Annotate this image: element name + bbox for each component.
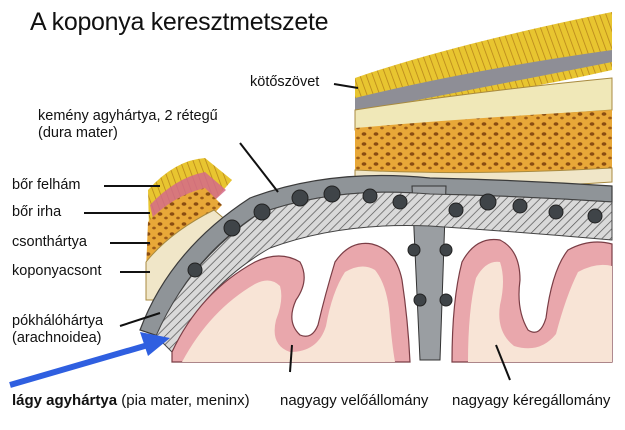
label-nagyagy-keregallomany: nagyagy kéregállomány [452, 392, 610, 409]
label-pokhalo-line2: (arachnoidea) [12, 330, 103, 347]
label-kemeny-line2: (dura mater) [38, 125, 218, 142]
label-koponyacsont: koponyacsont [12, 263, 101, 280]
label-bor-irha: bőr irha [12, 204, 61, 221]
diagram-title: A koponya keresztmetszete [30, 8, 328, 37]
right-skull-layers [355, 12, 612, 188]
label-pokhalo-line1: pókhálóhártya [12, 313, 103, 330]
label-kotoszovet: kötőszövet [250, 74, 319, 91]
label-lagy-bold: lágy agyhártya [12, 392, 117, 409]
label-kemeny-line1: kemény agyhártya, 2 rétegű [38, 108, 218, 125]
label-lagy-rest: (pia mater, meninx) [117, 392, 250, 409]
label-csonthartya: csonthártya [12, 234, 87, 251]
label-pokhalohartya: pókhálóhártya (arachnoidea) [12, 313, 103, 347]
label-kemeny-agyhartya: kemény agyhártya, 2 rétegű (dura mater) [38, 108, 218, 142]
label-lagy-agyhartya: lágy agyhártya (pia mater, meninx) [12, 392, 250, 409]
white-matter-right [468, 262, 612, 362]
label-bor-felham: bőr felhám [12, 177, 81, 194]
label-nagyagy-veloallomany: nagyagy velőállomány [280, 392, 428, 409]
